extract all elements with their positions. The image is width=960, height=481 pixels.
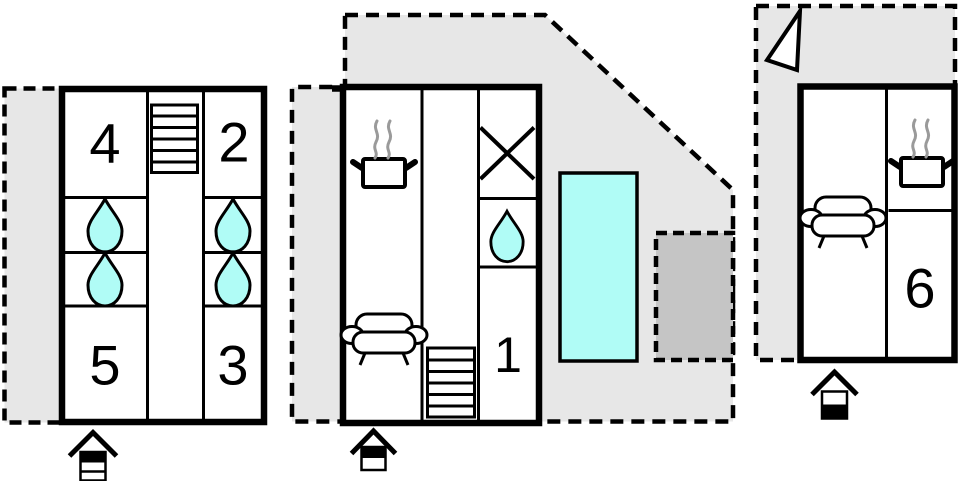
entrance-arrow-icon <box>810 368 859 420</box>
room-number: 6 <box>904 257 935 320</box>
interior-walls <box>65 92 261 419</box>
entrance-arrow-icon <box>349 427 398 472</box>
floor-plan-left: 4 2 5 3 <box>2 85 268 481</box>
floor-plan-right: 6 <box>753 3 958 420</box>
room-number: 5 <box>89 334 120 397</box>
entrance-arrow-icon <box>67 428 119 481</box>
room-number: 4 <box>89 112 120 175</box>
cooking-pot-icon <box>891 158 953 186</box>
direction-triangle-icon <box>763 3 803 73</box>
swimming-pool <box>558 171 639 363</box>
room-number: 2 <box>218 111 249 174</box>
cooking-pot-icon <box>353 159 415 187</box>
stairs-icon <box>150 103 199 174</box>
interior-walls <box>420 90 536 420</box>
stairs-icon <box>426 346 476 419</box>
patio-area <box>653 230 736 363</box>
terrace-area <box>2 86 67 425</box>
room-number: 3 <box>217 334 248 397</box>
room-number: 1 <box>494 327 522 383</box>
interior-walls <box>885 89 952 357</box>
floor-plan-middle: 1 <box>289 12 736 472</box>
wardrobe-cross-icon <box>479 126 536 181</box>
